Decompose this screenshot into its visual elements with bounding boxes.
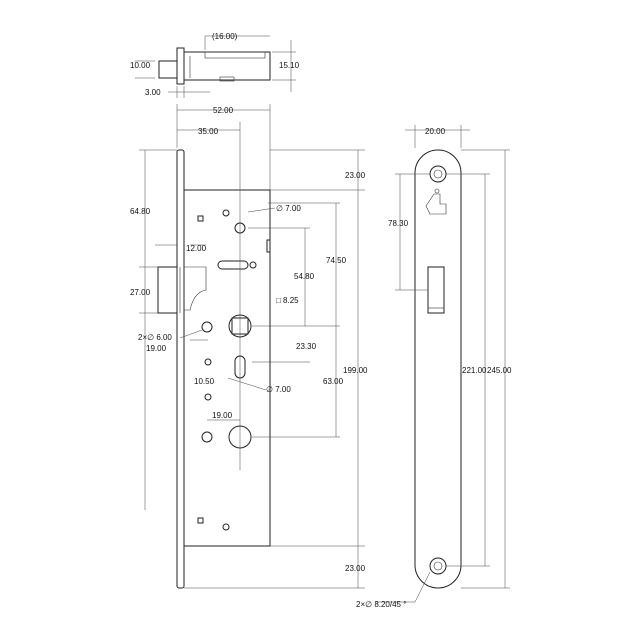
dim-label: 245.00	[487, 366, 512, 375]
dim-leader	[227, 377, 267, 391]
dim-label: 63.00	[323, 377, 344, 386]
dim-label: 54.80	[294, 272, 315, 281]
dim-label: 74.50	[326, 256, 347, 265]
dim-label: ∅ 7.00	[276, 204, 301, 213]
rivet-hole	[204, 393, 212, 401]
dim-leader	[414, 571, 431, 603]
dim-label: 64.80	[130, 207, 151, 216]
case-top-detail	[204, 51, 266, 59]
dim-label: 2×∅ 8.20/45 °	[356, 600, 406, 609]
dim-label: 52.00	[213, 106, 234, 115]
dim-label: 10.00	[130, 61, 151, 70]
dim-leader	[247, 207, 276, 213]
rivet-hole	[222, 209, 230, 217]
case-bottom-detail	[219, 76, 235, 82]
dim-label: 221.00	[462, 366, 487, 375]
latch-profile	[184, 266, 207, 311]
dim-label: 2×∅ 6.00	[138, 333, 172, 342]
latch-bolt	[157, 266, 178, 314]
dim-label: 19.00	[212, 411, 233, 420]
slot	[217, 260, 249, 270]
faceplate	[414, 149, 462, 589]
forend-front	[176, 149, 185, 589]
dim-label: 12.00	[186, 244, 207, 253]
dim-label: 23.00	[345, 564, 366, 573]
case-top	[183, 51, 271, 81]
rivet-square	[197, 517, 204, 524]
dim-leader	[179, 329, 203, 339]
dim-label: 3.00	[145, 88, 161, 97]
front-view: 52.00 35.00 23.00 23.00 64.80 12.00 27.0…	[130, 104, 368, 589]
case-front	[183, 189, 271, 547]
top-view: (16.00) 10.00 15.10 3.00	[130, 32, 300, 98]
dim-label: 19.00	[146, 344, 167, 353]
dim-label: 10.50	[194, 377, 215, 386]
small-hole	[249, 261, 257, 269]
screw-countersink-top	[433, 169, 443, 179]
edge-tab	[266, 239, 271, 253]
dim-label: 199.00	[343, 366, 368, 375]
dim-label: 27.00	[130, 288, 151, 297]
hole-6mm	[201, 321, 213, 333]
faceplate-view: 20.00 78.30 221.00 245.00 2×∅ 8.20/45 °	[356, 125, 512, 609]
rivet-hole	[222, 523, 230, 531]
latch-bolt-top	[158, 60, 178, 79]
dim-label: □ 8.25	[276, 296, 299, 305]
brand-logo	[425, 188, 447, 215]
dim-label: 23.00	[345, 171, 366, 180]
screw-countersink-bottom	[433, 561, 443, 571]
dim-label: 78.30	[388, 219, 409, 228]
dim-label: (16.00)	[212, 32, 238, 41]
dim-label: 20.00	[425, 127, 446, 136]
dim-label: 15.10	[279, 61, 300, 70]
dim-label: ∅ 7.00	[266, 385, 291, 394]
rivet-square	[197, 215, 204, 222]
dim-label: 35.00	[198, 127, 219, 136]
rivet-hole	[204, 358, 212, 366]
dim-label: 23.30	[296, 342, 317, 351]
hole-6mm	[201, 431, 213, 443]
forend-top	[176, 47, 185, 85]
